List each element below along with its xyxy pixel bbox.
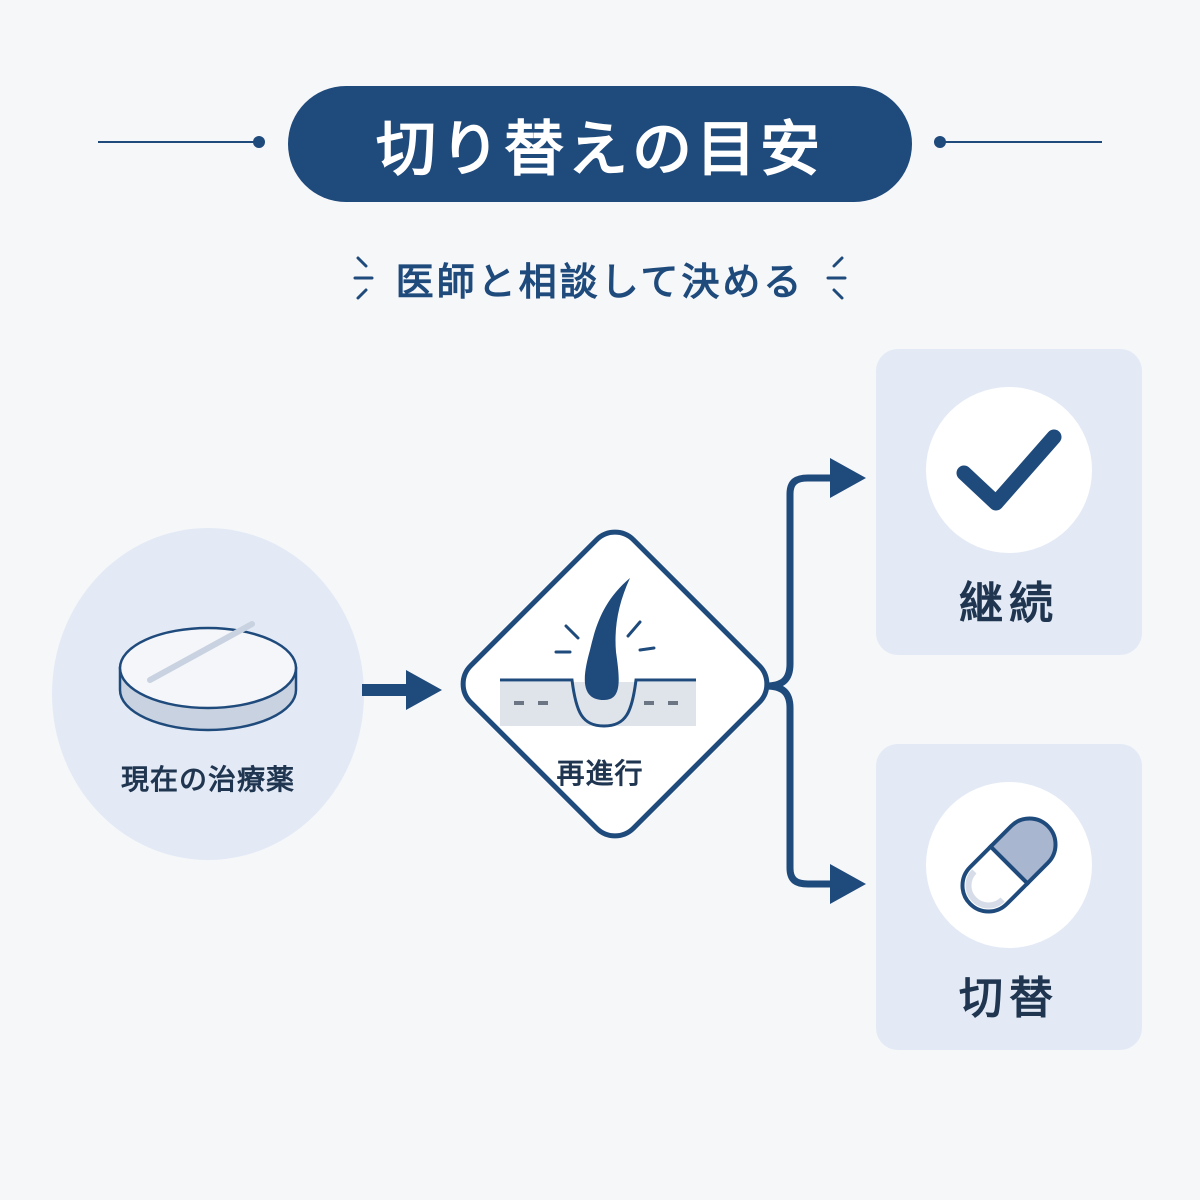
subtitle-text: 医師と相談して決める <box>395 259 805 304</box>
arrow-to-decision <box>362 670 442 710</box>
title-rule-left <box>98 141 258 143</box>
branch-arrows <box>765 474 836 888</box>
continue-label: 継続 <box>959 578 1059 629</box>
emphasis-lines-right-icon <box>826 256 847 300</box>
capsule-icon <box>960 816 1058 914</box>
title-rule-left-dot <box>253 136 265 148</box>
continue-icon-circle <box>926 387 1092 553</box>
arrow-to-switch <box>830 864 866 904</box>
title-rule-right <box>940 141 1102 143</box>
checkmark-icon <box>956 429 1062 511</box>
arrow-to-continue <box>830 458 866 498</box>
decision-label: 再進行 <box>556 757 644 790</box>
emphasis-lines-left-icon <box>353 256 374 300</box>
pill-tablet-icon <box>118 621 298 732</box>
current-treatment-label: 現在の治療薬 <box>120 763 295 796</box>
page-title: 切り替えの目安 <box>288 86 912 202</box>
switch-card: 切替 <box>876 744 1142 1050</box>
switch-label: 切替 <box>959 973 1059 1024</box>
subtitle: 医師と相談して決める <box>0 248 1200 308</box>
switch-icon-circle <box>926 782 1092 948</box>
continue-card: 継続 <box>876 349 1142 655</box>
hair-follicle-icon <box>500 578 696 728</box>
